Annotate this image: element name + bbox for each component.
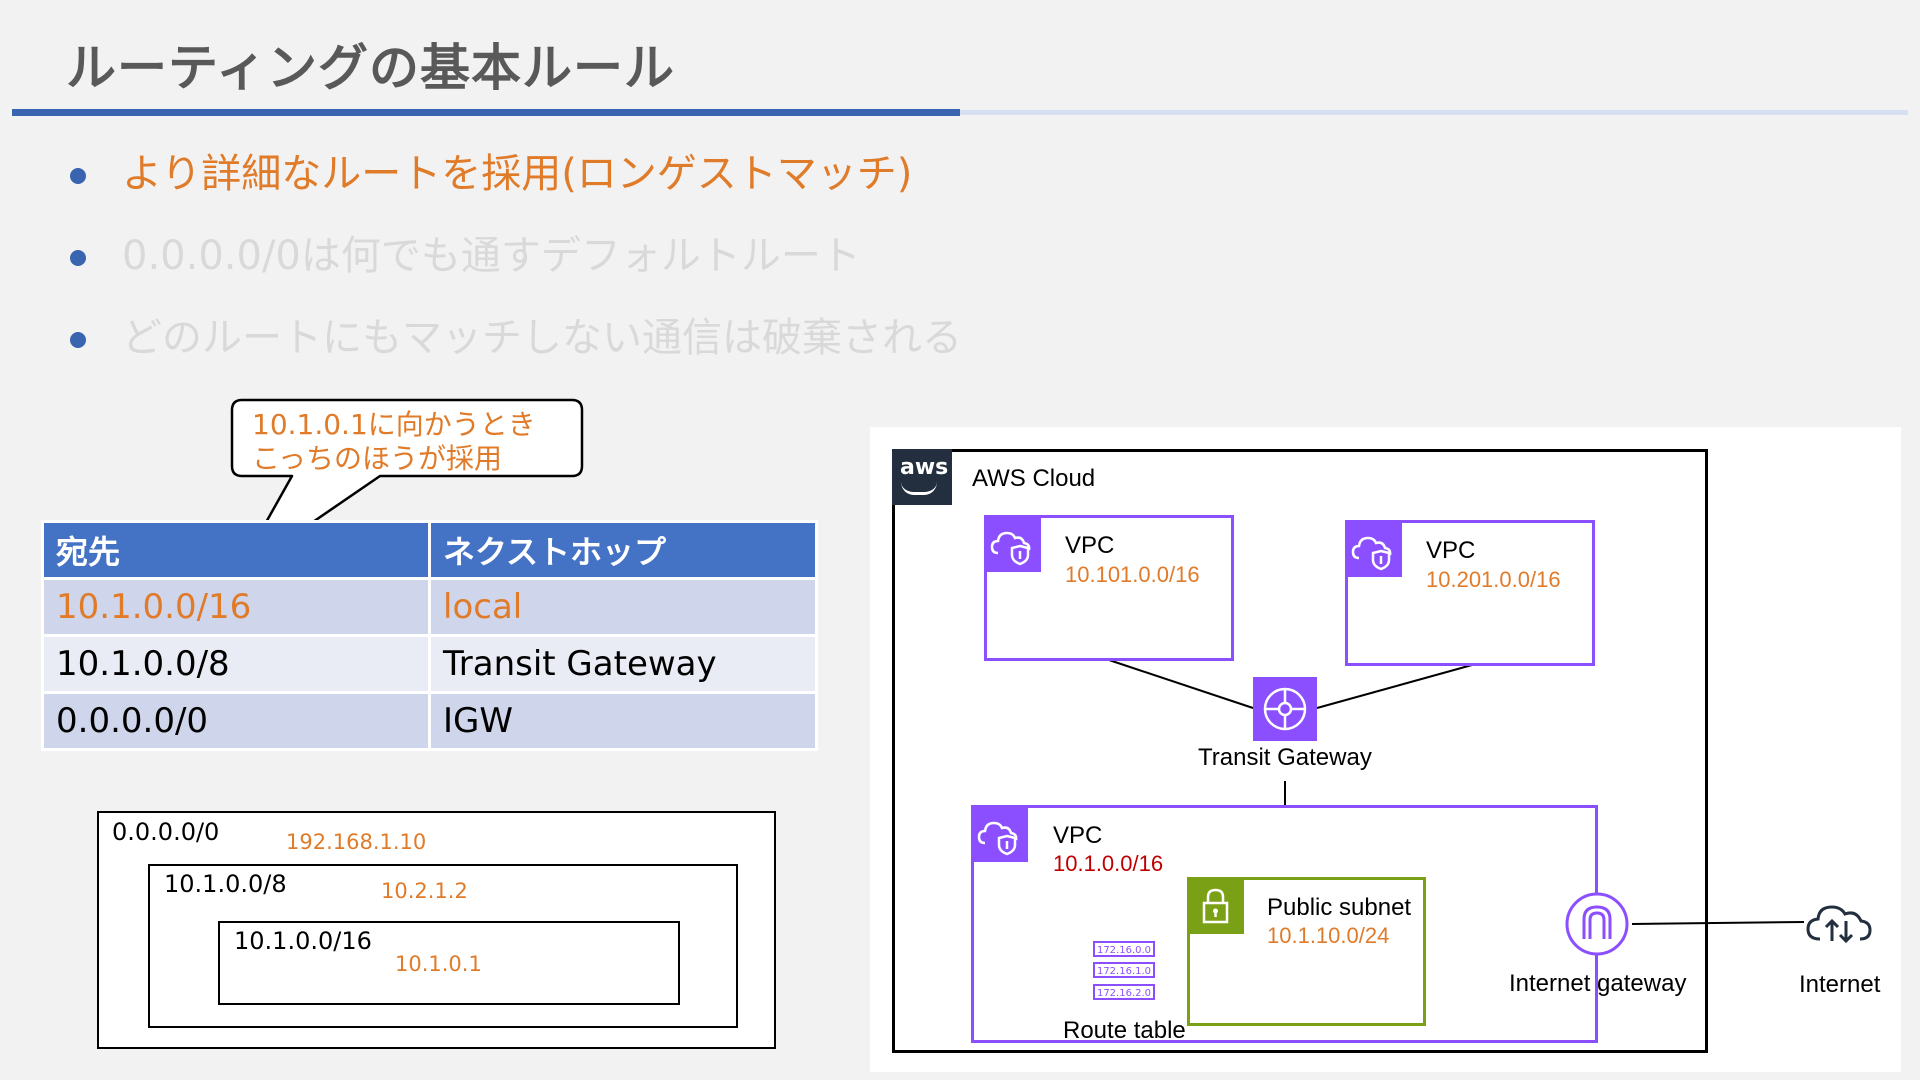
callout-line: 10.1.0.1に向かうとき (252, 408, 536, 441)
cell-destination: 10.1.0.0/16 (41, 577, 431, 637)
cidr-label-outer: 0.0.0.0/0 (112, 818, 220, 846)
internet-label: Internet (1799, 971, 1881, 998)
cell-destination: 10.1.0.0/8 (41, 634, 431, 694)
cell-next-hop: Transit Gateway (428, 634, 818, 694)
bullet-dot (70, 250, 86, 266)
transit-gateway-icon (1253, 677, 1317, 741)
vpc-cloud-icon (984, 515, 1041, 572)
hop-label-outer: 192.168.1.10 (286, 830, 427, 854)
cell-next-hop: IGW (428, 691, 818, 751)
cidr-label-inner: 10.1.0.0/16 (234, 927, 372, 955)
bullet-item: 0.0.0.0/0は何でも通すデフォルトルート (60, 230, 962, 312)
route-table-label: Route table (1063, 1017, 1186, 1044)
hop-label-inner: 10.1.0.1 (395, 952, 482, 976)
bullet-text: より詳細なルートを採用(ロンゲストマッチ) (122, 151, 913, 197)
vpc-b-label: VPC (1426, 537, 1476, 564)
column-header-next-hop: ネクストホップ (428, 520, 818, 580)
table-row: 10.1.0.0/16 local (41, 577, 818, 637)
cidr-label-middle: 10.1.0.0/8 (164, 870, 287, 898)
callout-line: こっちのほうが採用 (252, 442, 503, 475)
internet-cloud-icon (1806, 905, 1872, 944)
hop-label-middle: 10.2.1.2 (381, 879, 468, 903)
transit-gateway-label: Transit Gateway (1198, 744, 1372, 771)
table-row: 10.1.0.0/8 Transit Gateway (41, 634, 818, 694)
vpc-a-cidr: 10.101.0.0/16 (1065, 562, 1200, 587)
aws-cloud-group (892, 449, 1708, 1053)
vpc-box-a (984, 515, 1234, 661)
internet-gateway-label: Internet gateway (1509, 970, 1687, 997)
vpc-box-b (1345, 520, 1595, 666)
internet-gateway-icon (1565, 892, 1629, 956)
bullet-text: 0.0.0.0/0は何でも通すデフォルトルート (122, 233, 861, 279)
subnet-cidr: 10.1.10.0/24 (1267, 923, 1390, 948)
public-subnet-box (1187, 877, 1426, 1026)
route-table: 宛先 ネクストホップ 10.1.0.0/16 local 10.1.0.0/8 … (41, 520, 818, 751)
callout-text: 10.1.0.1に向かうとき こっちのほうが採用 (252, 408, 582, 476)
cidr-box-inner (218, 921, 680, 1005)
vpc-b-cidr: 10.201.0.0/16 (1426, 567, 1561, 592)
cell-next-hop: local (428, 577, 818, 637)
table-row: 0.0.0.0/0 IGW (41, 691, 818, 751)
bullet-dot (70, 332, 86, 348)
subnet-label: Public subnet (1267, 894, 1412, 921)
title-underline-dark (12, 109, 960, 116)
bullet-item: より詳細なルートを採用(ロンゲストマッチ) (60, 148, 962, 230)
table-header-row: 宛先 ネクストホップ (41, 520, 818, 580)
vpc-a-label: VPC (1065, 532, 1115, 559)
bullet-text: どのルートにもマッチしない通信は破棄される (122, 315, 962, 361)
bullet-list: より詳細なルートを採用(ロンゲストマッチ) 0.0.0.0/0は何でも通すデフォ… (60, 148, 962, 394)
route-table-entry: 172.16.0.0 (1093, 941, 1155, 957)
title-underline-light (960, 110, 1908, 115)
vpc-cloud-icon (971, 805, 1028, 862)
aws-logo-text: aws (900, 455, 949, 480)
route-table-entry: 172.16.1.0 (1093, 962, 1155, 978)
aws-logo: aws (892, 449, 952, 505)
vpc-cloud-icon (1345, 520, 1402, 577)
page-title: ルーティングの基本ルール (66, 39, 675, 97)
lock-icon (1187, 877, 1244, 934)
column-header-destination: 宛先 (41, 520, 431, 580)
cell-destination: 0.0.0.0/0 (41, 691, 431, 751)
vpc-main-cidr: 10.1.0.0/16 (1053, 851, 1164, 876)
aws-smile-icon (901, 482, 937, 495)
aws-cloud-label: AWS Cloud (972, 465, 1096, 492)
route-table-entry: 172.16.2.0 (1093, 984, 1155, 1000)
bullet-dot (70, 168, 86, 184)
bullet-item: どのルートにもマッチしない通信は破棄される (60, 312, 962, 394)
vpc-main-label: VPC (1053, 822, 1103, 849)
